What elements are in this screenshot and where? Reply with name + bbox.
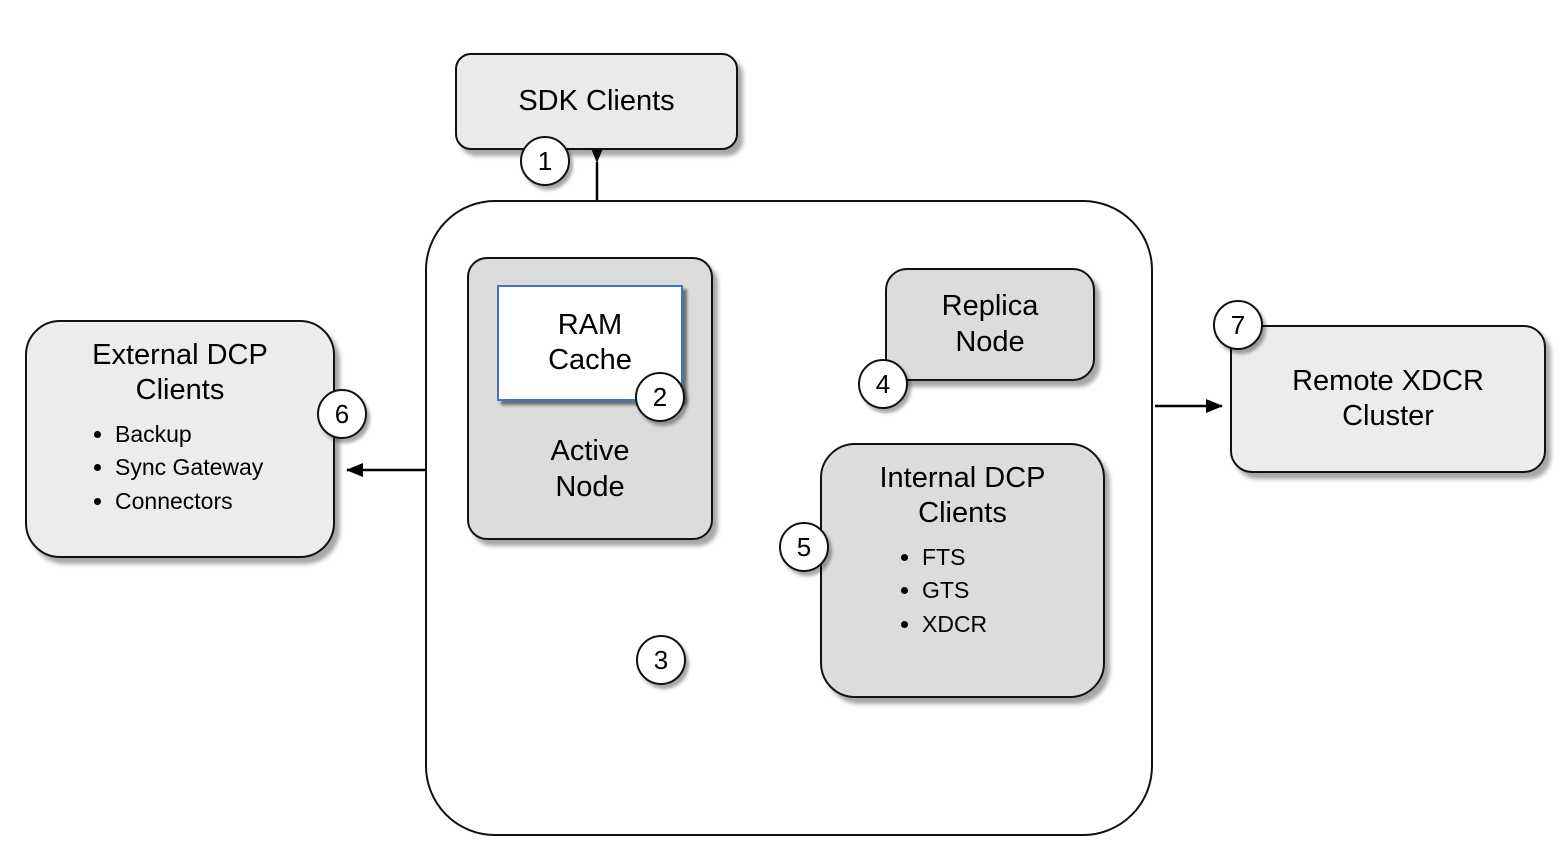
list-item: Sync Gateway	[115, 452, 333, 484]
step-badge-3: 3	[636, 635, 686, 685]
list-item: Connectors	[115, 486, 333, 518]
external-dcp-title: External DCP Clients	[92, 339, 268, 407]
step-badge-1: 1	[520, 136, 570, 186]
step-badge-7: 7	[1213, 300, 1263, 350]
node-remote-xdcr-cluster: Remote XDCR Cluster	[1230, 325, 1546, 473]
replica-node-label: Replica Node	[941, 290, 1039, 358]
internal-dcp-title: Internal DCP Clients	[879, 462, 1046, 530]
node-internal-dcp-clients: Internal DCP Clients FTS GTS XDCR	[820, 443, 1105, 698]
node-external-dcp-clients: External DCP Clients Backup Sync Gateway…	[25, 320, 335, 558]
node-sdk-clients: SDK Clients	[455, 53, 738, 150]
remote-xdcr-label: Remote XDCR Cluster	[1292, 364, 1484, 432]
step-badge-6: 6	[317, 389, 367, 439]
active-node-label-wrap: Active Node	[530, 401, 650, 538]
node-replica: Replica Node	[885, 268, 1095, 381]
list-item: XDCR	[922, 609, 1103, 641]
external-dcp-list: Backup Sync Gateway Connectors	[27, 417, 333, 520]
step-badge-2: 2	[635, 372, 685, 422]
list-item: GTS	[922, 575, 1103, 607]
active-node-label: Active Node	[550, 435, 630, 503]
list-item: Backup	[115, 419, 333, 451]
list-item: FTS	[922, 542, 1103, 574]
step-badge-5: 5	[779, 522, 829, 572]
sdk-clients-label: SDK Clients	[518, 84, 675, 117]
ram-cache-label: RAM Cache	[548, 308, 632, 376]
internal-dcp-list: FTS GTS XDCR	[822, 540, 1103, 643]
step-badge-4: 4	[858, 359, 908, 409]
